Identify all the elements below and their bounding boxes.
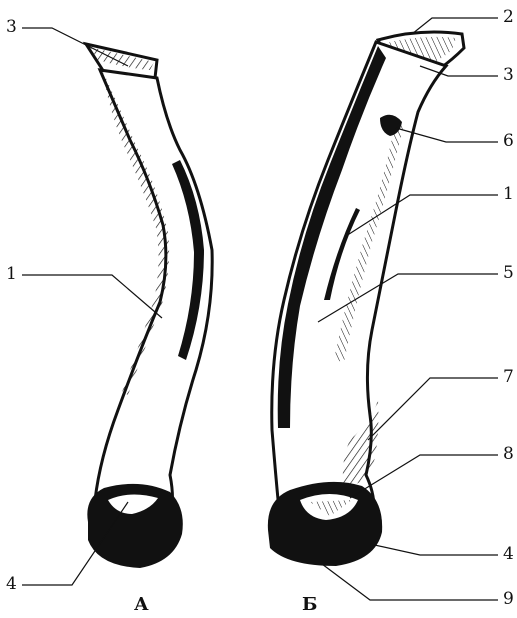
label-b-8: 8 (503, 446, 514, 463)
label-b-1: 1 (503, 186, 514, 203)
clavicle-a (86, 44, 212, 568)
caption-b: Б (302, 596, 317, 614)
label-a-4: 4 (6, 576, 17, 593)
leader-a-1 (22, 275, 162, 318)
label-b-6: 6 (503, 133, 514, 150)
label-b-2: 2 (503, 9, 514, 26)
caption-a: А (134, 596, 149, 614)
leader-b-9 (322, 564, 498, 600)
label-b-5: 5 (503, 265, 514, 282)
label-a-3: 3 (6, 19, 17, 36)
leader-b-4 (370, 544, 498, 555)
label-b-4: 4 (503, 546, 514, 563)
label-a-1: 1 (6, 266, 17, 283)
label-b-7: 7 (503, 369, 514, 386)
label-b-3: 3 (503, 67, 514, 84)
clavicle-b (268, 32, 464, 566)
leader-b-7 (368, 378, 498, 440)
label-b-9: 9 (503, 591, 514, 608)
